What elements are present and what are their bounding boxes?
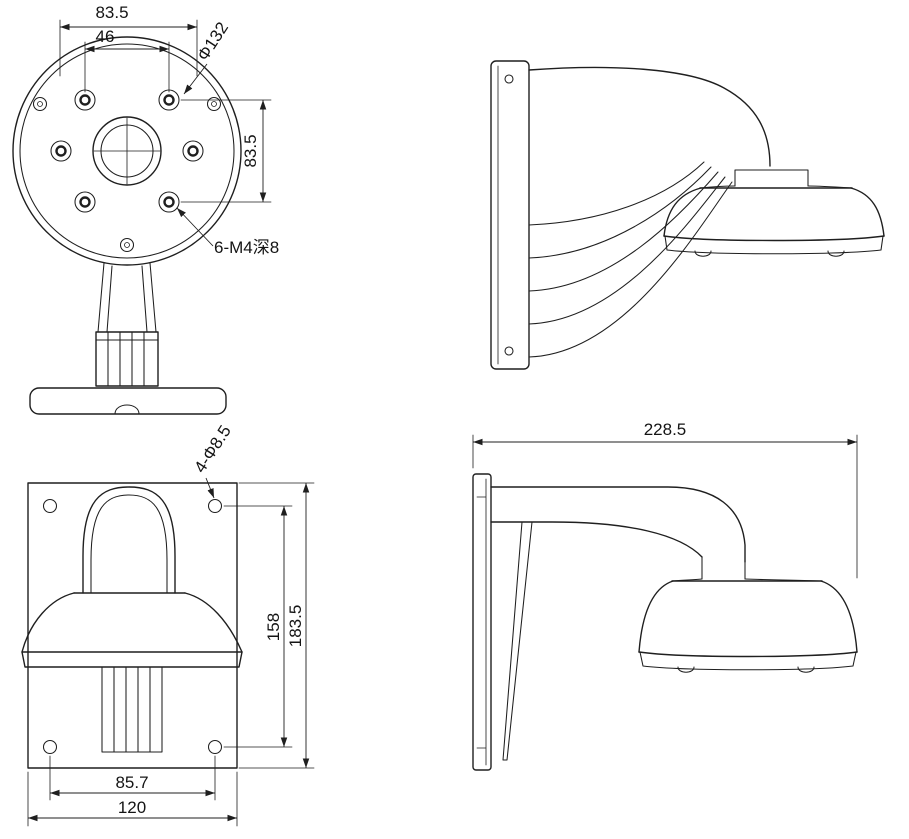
ear-hole bbox=[32, 96, 48, 112]
ear-hole bbox=[206, 96, 222, 112]
dim-label-bolt-circle: Φ132 bbox=[193, 19, 232, 65]
view-pendant-side bbox=[490, 60, 885, 370]
mount-hole bbox=[207, 739, 223, 755]
view-wall-side: 228.5 bbox=[472, 420, 858, 771]
dome-feet bbox=[694, 250, 845, 257]
mount-hole bbox=[207, 498, 223, 514]
ear-hole-inner bbox=[211, 101, 217, 107]
view-pendant-front: 83.5 46 Φ132 83.5 6-M4深8 bbox=[12, 3, 279, 415]
base-bump bbox=[114, 404, 140, 415]
screw-hole bbox=[158, 191, 180, 213]
screw-hole bbox=[50, 140, 72, 162]
dome-stem bbox=[701, 556, 746, 580]
gusset-rib bbox=[502, 521, 533, 761]
arm-arch-outer bbox=[82, 486, 176, 594]
mount-hole bbox=[42, 498, 58, 514]
dome-bottom bbox=[638, 651, 858, 658]
dome-rim bbox=[639, 651, 857, 671]
ear-hole bbox=[119, 237, 135, 253]
arm-top-edge bbox=[528, 66, 771, 167]
screw-holes bbox=[50, 89, 204, 213]
dome-stem-fillets bbox=[700, 185, 852, 189]
dome-skirt bbox=[663, 187, 885, 237]
dome-stem-fillets bbox=[672, 578, 821, 582]
ear-holes bbox=[32, 96, 222, 253]
dome-feet bbox=[677, 666, 815, 673]
dome-bottom bbox=[663, 235, 885, 242]
mount-hole bbox=[42, 739, 58, 755]
screw-hole-inner bbox=[163, 94, 175, 106]
wall-plate-side bbox=[490, 60, 530, 370]
arm-top-edge bbox=[490, 486, 746, 563]
center-crosshair bbox=[93, 117, 161, 185]
plate-outer-circle bbox=[12, 36, 242, 266]
wall-plate-side bbox=[472, 473, 492, 771]
lens-opening-outer bbox=[92, 116, 162, 186]
hinge-ribs-front bbox=[101, 666, 163, 753]
dim-label-hole-spacing-h: 85.7 bbox=[115, 773, 148, 792]
screw-hole bbox=[74, 89, 96, 111]
wall-plate-front bbox=[27, 482, 238, 769]
screw-hole bbox=[182, 140, 204, 162]
extension-lines bbox=[59, 19, 272, 203]
arm-arch-inner bbox=[90, 494, 168, 594]
dome-skirt bbox=[638, 580, 858, 653]
screw-hole-inner bbox=[187, 145, 199, 157]
dim-label-hole-spacing-v: 158 bbox=[264, 613, 283, 641]
dim-label-plate-height: 183.5 bbox=[286, 605, 305, 648]
dim-label-width-inner: 46 bbox=[96, 27, 115, 46]
extension-lines bbox=[27, 482, 315, 827]
ear-hole-inner bbox=[124, 242, 130, 248]
arm-rib-curves bbox=[528, 161, 733, 358]
base-plate bbox=[29, 387, 227, 415]
note-thread-label: 6-M4深8 bbox=[214, 238, 279, 257]
dome-skirt-front bbox=[21, 592, 243, 653]
extension-lines bbox=[472, 434, 858, 579]
screw-hole-inner bbox=[55, 145, 67, 157]
bracket-neck bbox=[97, 262, 157, 333]
screw-hole-inner bbox=[163, 196, 175, 208]
leader-thread-note bbox=[176, 207, 214, 247]
plate-inner-circle bbox=[19, 43, 235, 259]
screw-hole-inner bbox=[79, 196, 91, 208]
plate-screw-hole bbox=[504, 346, 514, 356]
dim-label-width-top: 83.5 bbox=[95, 3, 128, 22]
note-holes-label: 4-Φ8.5 bbox=[190, 422, 234, 476]
wall-plate-detail bbox=[476, 478, 487, 766]
dim-label-total-depth: 228.5 bbox=[644, 420, 687, 439]
view-wall-front: 4-Φ8.5 158 183.5 85.7 120 bbox=[21, 422, 315, 827]
hinge-block bbox=[95, 331, 159, 387]
dim-label-plate-width: 120 bbox=[118, 798, 146, 817]
hinge-ribs bbox=[95, 331, 159, 387]
plate-screw-hole bbox=[504, 74, 514, 84]
ear-hole-inner bbox=[37, 101, 43, 107]
screw-hole bbox=[74, 191, 96, 213]
dome-stem bbox=[734, 169, 809, 187]
dim-label-height-side: 83.5 bbox=[241, 134, 260, 167]
screw-hole bbox=[158, 89, 180, 111]
dome-rim-front bbox=[21, 651, 243, 668]
leader-hole-note bbox=[205, 477, 215, 499]
dome-rim bbox=[664, 235, 884, 255]
screw-hole-inner bbox=[79, 94, 91, 106]
arm-underside bbox=[490, 521, 703, 558]
leader-bolt-circle bbox=[183, 63, 208, 95]
